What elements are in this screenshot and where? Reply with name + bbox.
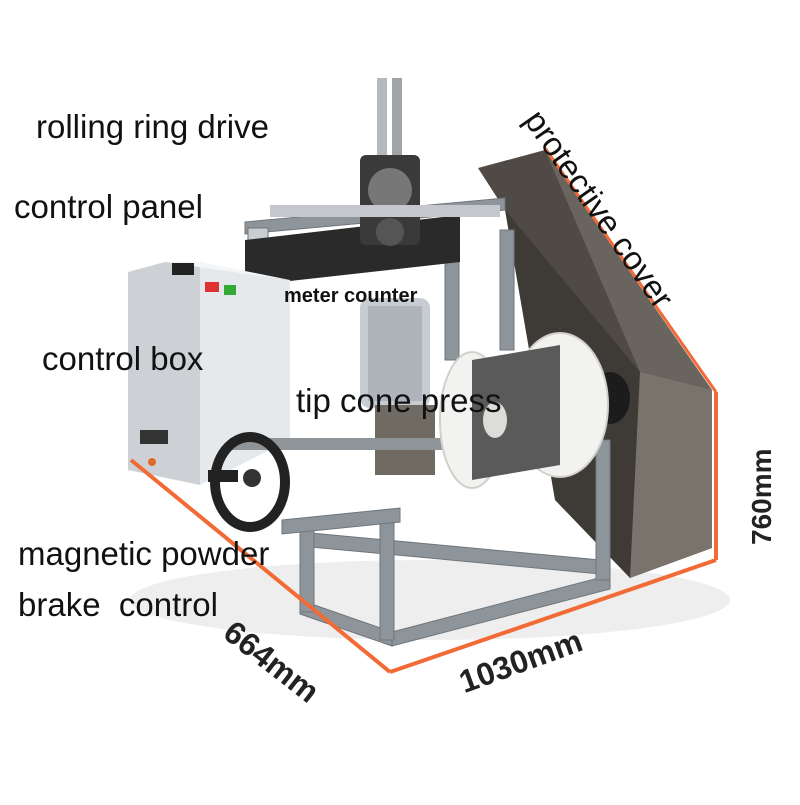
dimension-height: 760mm [746,448,777,545]
dimension-line-width [389,558,717,674]
label-tip-cone-press: tip cone press [296,382,502,419]
brake-handwheel [208,432,290,532]
label-meter-counter: meter counter [284,285,418,307]
label-magnetic-powder: magnetic powder [18,535,270,572]
dimension-line-depth [129,458,392,674]
label-control-panel: control panel [14,188,203,225]
label-control-box: control box [42,340,204,377]
rolling-ring-drive [270,78,500,246]
dimension-line-top [543,147,718,393]
control-box [128,262,290,485]
wire-reel [439,332,609,489]
label-brake-control: brake control [18,586,218,623]
label-rolling-ring-drive: rolling ring drive [36,108,269,145]
